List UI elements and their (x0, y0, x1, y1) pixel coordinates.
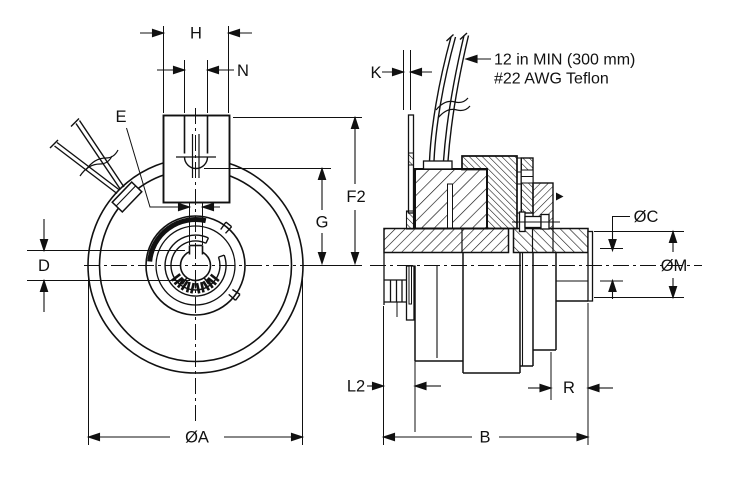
dim-d (27, 219, 190, 312)
dim-f2 (233, 115, 362, 266)
flange-bar-left (383, 227, 510, 254)
wire-break-symbol (435, 97, 469, 111)
wire-end-tick (70, 118, 80, 127)
dim-label-k: K (370, 64, 381, 82)
dim-label-dia-c: ØC (634, 208, 659, 226)
wire-note-arrow (464, 54, 491, 64)
wire-end-tick (459, 32, 468, 41)
dim-label-dia-m: ØM (661, 257, 688, 275)
dim-label-f2: F2 (346, 188, 365, 206)
side-view (383, 32, 594, 374)
wire-note-line2: #22 AWG Teflon (494, 71, 609, 88)
front-view (49, 114, 304, 374)
dim-label-h: H (190, 25, 202, 43)
flange-bar-right (512, 227, 589, 254)
centerlines (84, 108, 702, 424)
lower-profile (414, 230, 594, 374)
dim-dia-c (600, 216, 630, 299)
dim-n (157, 60, 234, 113)
dim-dia-a (86, 271, 305, 445)
labels: H N E F2 G D ØA K L2 B R ØC ØM 12 in MIN… (38, 25, 687, 447)
dim-label-dia-a: ØA (185, 429, 209, 447)
hub-crescent (147, 217, 207, 262)
dim-b (381, 303, 590, 445)
front-lead-wires (49, 118, 125, 195)
dim-label-b: B (479, 429, 490, 447)
armature-section (520, 157, 534, 214)
dimensions (27, 26, 684, 445)
wire-break-symbol (437, 105, 471, 119)
dim-dia-m (594, 229, 684, 300)
wire-note-line1: 12 in MIN (300 mm) (494, 52, 635, 69)
wire-break-symbol (79, 155, 113, 177)
dim-l2 (367, 300, 441, 445)
dim-e (126, 127, 220, 245)
wire-end-tick (446, 33, 454, 42)
front-collar (162, 114, 231, 204)
dim-g (204, 166, 331, 266)
bearing-retainer-rings (383, 253, 415, 321)
dim-label-e: E (115, 108, 126, 126)
dim-label-g: G (316, 214, 329, 232)
dim-label-n: N (237, 62, 249, 80)
terminal-strip (422, 160, 453, 170)
dim-r (528, 352, 613, 400)
side-lead-wires (428, 32, 471, 162)
dim-k (382, 50, 432, 110)
front-terminal-block (111, 181, 143, 213)
dim-label-r: R (563, 379, 575, 397)
gap-pointer-icon (556, 192, 564, 201)
hub-notches (220, 221, 241, 301)
dim-label-d: D (38, 257, 50, 275)
dim-label-l2: L2 (347, 378, 365, 396)
wire-end-tick (49, 139, 59, 149)
anchor-screw (512, 211, 560, 233)
wire-break-symbol (85, 149, 119, 171)
